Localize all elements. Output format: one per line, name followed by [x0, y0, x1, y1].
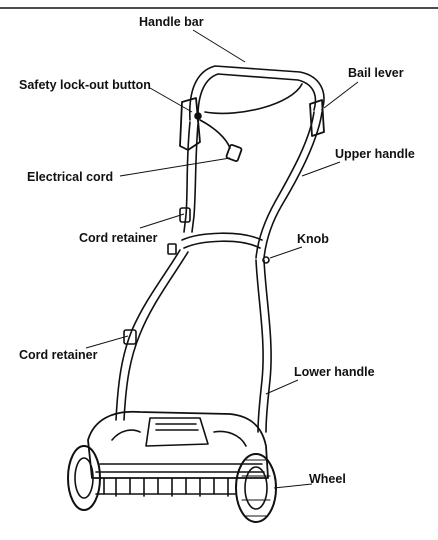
left-upper-handle [184, 122, 190, 232]
leader-knob [270, 247, 302, 258]
label-knob: Knob [297, 233, 329, 246]
leader-wheel [274, 484, 312, 488]
cord-plug [226, 144, 242, 161]
label-upper-handle: Upper handle [335, 148, 415, 161]
leader-cord [120, 158, 230, 176]
label-electrical-cord: Electrical cord [27, 171, 113, 184]
label-safety-lockout-button: Safety lock-out button [19, 79, 151, 92]
label-lower-handle: Lower handle [294, 366, 375, 379]
label-bail-lever: Bail lever [348, 67, 404, 80]
leader-upper-handle [302, 162, 340, 176]
leader-lower-handle [266, 380, 298, 394]
label-cord-retainer-upper: Cord retainer [79, 232, 158, 245]
label-cord-retainer-lower: Cord retainer [19, 349, 98, 362]
handle-bar-loop-inner [198, 74, 316, 122]
leader-cord-retainer-2 [86, 336, 128, 348]
label-wheel: Wheel [309, 473, 346, 486]
right-lower-handle [256, 260, 263, 432]
leader-bail-lever [324, 82, 358, 108]
electrical-cord [200, 120, 230, 148]
leader-safety [150, 88, 192, 112]
leader-handle-bar [193, 30, 245, 62]
handle-bar-loop [190, 66, 324, 120]
cross-bar [182, 233, 262, 240]
label-handle-bar: Handle bar [139, 16, 204, 29]
leader-cord-retainer-1 [140, 214, 184, 228]
